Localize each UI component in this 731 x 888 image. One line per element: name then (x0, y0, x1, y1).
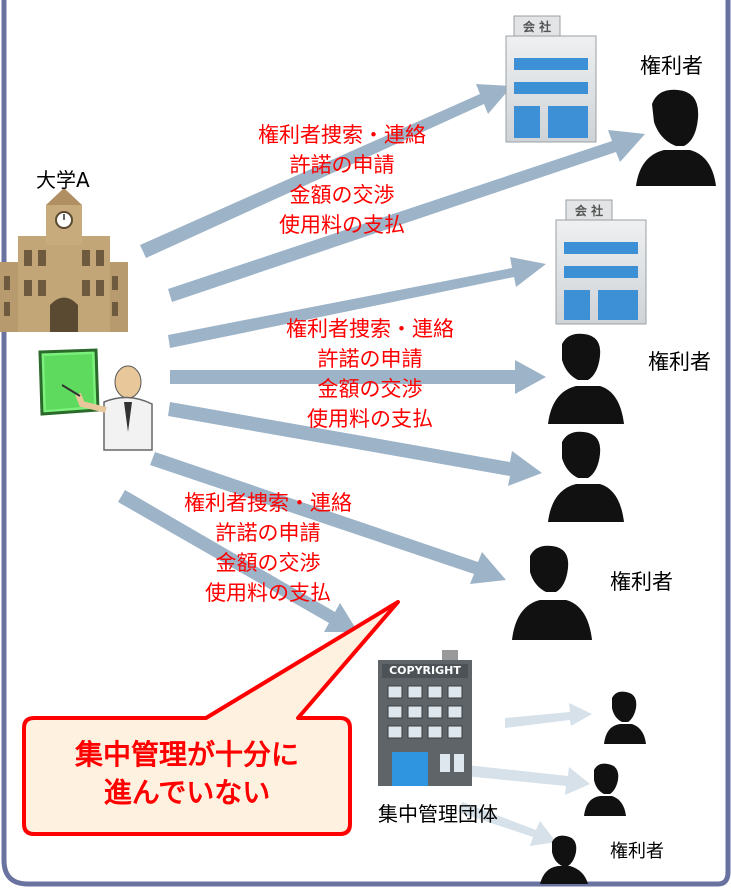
company-building-icon-2 (555, 199, 647, 325)
rights-holder-silhouette-6 (584, 763, 626, 816)
central-org-arrows (458, 703, 592, 846)
arrow-to-company-1 (140, 84, 512, 258)
arrow-to-rights-holder-1 (168, 130, 645, 302)
central-org-label: 集中管理団体 (378, 802, 498, 826)
arrow-to-rights-holder-3 (168, 402, 542, 486)
procedure-line: 金額の交渉 (289, 183, 395, 207)
procedure-line: 金額の交渉 (317, 377, 423, 401)
company-sign-2: 会 社 (574, 204, 604, 218)
procedure-line: 権利者捜索・連絡 (258, 123, 426, 147)
procedure-line: 使用料の支払 (205, 581, 331, 605)
professor-icon (38, 348, 153, 451)
callout-line-2: 進んでいない (103, 776, 271, 809)
faint-arrow-2 (465, 765, 590, 795)
copyright-sign: COPYRIGHT (389, 664, 461, 677)
procedure-label-group-2: 権利者捜索・連絡 許諾の申請 金額の交渉 使用料の支払 (250, 314, 490, 434)
company-sign-1: 会 社 (522, 20, 552, 34)
faint-arrow-3 (458, 802, 556, 846)
arrows-group (118, 84, 645, 632)
copyright-building-icon (378, 650, 472, 786)
arrow-to-central-org (118, 490, 358, 632)
university-label: 大学A (36, 168, 90, 192)
arrow-to-rights-holder-4 (150, 452, 506, 584)
rights-holder-silhouette-2 (548, 333, 624, 424)
callout-line-1: 集中管理が十分に (74, 738, 299, 771)
procedure-label-group-3: 権利者捜索・連絡 許諾の申請 金額の交渉 使用料の支払 (148, 488, 388, 608)
rights-holder-silhouette-3 (548, 431, 624, 522)
rights-holder-label-1: 権利者 (640, 54, 703, 78)
rights-holder-label-2: 権利者 (648, 350, 711, 374)
procedure-line: 使用料の支払 (279, 213, 405, 237)
procedure-line: 使用料の支払 (307, 407, 433, 431)
rights-holder-silhouette-7 (540, 835, 588, 884)
callout-text: 集中管理が十分に 進んでいない (24, 736, 350, 812)
procedure-line: 金額の交渉 (215, 551, 321, 575)
procedure-line: 権利者捜索・連絡 (184, 491, 352, 515)
rights-holder-label-4: 権利者 (610, 841, 664, 862)
procedure-line: 許諾の申請 (215, 521, 321, 545)
procedure-line: 権利者捜索・連絡 (286, 317, 454, 341)
callout-bubble (22, 600, 400, 836)
rights-holder-silhouette-4 (512, 545, 592, 640)
faint-arrow-1 (505, 703, 592, 728)
rights-holder-silhouette-1 (636, 89, 716, 186)
company-building-icon-1 (505, 15, 597, 143)
arrow-to-rights-holder-2 (170, 360, 546, 394)
rights-holder-label-3: 権利者 (610, 570, 673, 594)
procedure-label-group-1: 権利者捜索・連絡 許諾の申請 金額の交渉 使用料の支払 (222, 120, 462, 240)
procedure-line: 許諾の申請 (317, 347, 423, 371)
rights-holder-silhouette-5 (604, 691, 646, 744)
university-building-icon (0, 188, 128, 332)
arrow-to-company-2 (168, 257, 546, 348)
procedure-line: 許諾の申請 (289, 153, 395, 177)
